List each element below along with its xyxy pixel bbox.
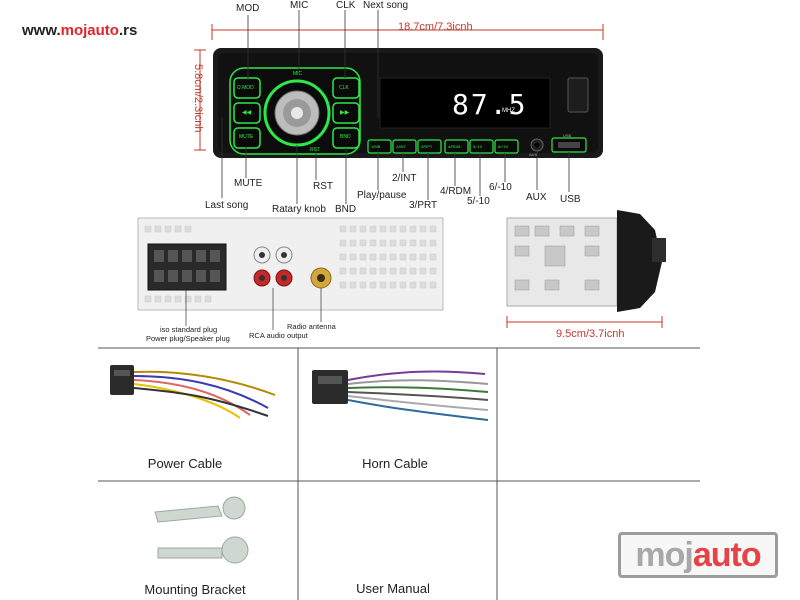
callout-aux: AUX <box>526 192 547 203</box>
side-view-faceplate <box>617 210 662 312</box>
caption-iso-plug: iso standard plug <box>160 325 218 334</box>
rst-panel-label: RST <box>310 147 320 153</box>
callout-lines <box>221 10 570 204</box>
mute-button-label[interactable]: MUTE <box>239 134 254 140</box>
callout-rst: RST <box>313 181 333 192</box>
callout-last-song: Last song <box>205 200 249 211</box>
preset-6[interactable]: 6/+10 <box>498 144 509 149</box>
mute-button <box>233 127 261 149</box>
callout-minus10: 5/-10 <box>467 196 490 207</box>
callout-mod: MOD <box>236 3 260 14</box>
accessory-mounting-bracket-label: Mounting Bracket <box>144 582 246 597</box>
callout-plus10: 6/-10 <box>489 182 512 193</box>
frequency-display: 87.5 <box>452 88 528 121</box>
caption-power-plug: Power plug/Speaker plug <box>146 334 230 343</box>
preset-buttons <box>367 139 519 154</box>
accessory-power-cable-label: Power Cable <box>147 456 223 471</box>
depth-dimension: 9.5cm/3.7icnh <box>556 328 625 340</box>
radio-front-diagram <box>137 10 666 330</box>
aux-panel-label: AUX <box>529 152 538 157</box>
preset-1[interactable]: 1/MB <box>371 144 381 149</box>
prev-button <box>233 102 261 124</box>
site-url[interactable]: www.mojauto.rs <box>22 22 138 39</box>
callout-mute: MUTE <box>234 178 263 189</box>
usb-panel-label: USB <box>563 133 572 138</box>
accessory-horn-cable-label: Horn Cable <box>362 456 428 471</box>
mod-button <box>233 77 261 99</box>
preset-2[interactable]: 2/INT <box>396 144 406 149</box>
next-button <box>332 102 360 124</box>
preset-5[interactable]: 5/-10 <box>473 144 483 149</box>
caption-antenna: Radio antenna <box>287 322 336 331</box>
next-button-label[interactable]: ▶▶ <box>340 110 350 116</box>
callout-prt: 3/PRT <box>409 200 438 211</box>
callout-mic: MIC <box>290 0 309 11</box>
clk-button-label[interactable]: CLK <box>339 85 349 91</box>
clk-button <box>332 77 360 99</box>
caption-rca: RCA audio output <box>249 331 308 340</box>
preset-4[interactable]: 4/RDM <box>448 144 461 149</box>
callout-usb: USB <box>560 194 581 205</box>
mic-panel-label: MIC <box>293 71 303 77</box>
callout-clk: CLK <box>336 0 356 11</box>
mod-button-label[interactable]: Ω MOD <box>237 85 254 91</box>
horn-cable-icon <box>312 370 489 421</box>
prev-button-label[interactable]: ◀◀ <box>242 110 252 116</box>
callout-next-song: Next song <box>363 0 409 11</box>
mounting-bracket-icon <box>154 496 249 564</box>
frequency-unit: MHZ <box>502 108 515 114</box>
callout-bnd: BND <box>335 204 357 215</box>
accessories-grid <box>98 347 700 600</box>
power-cable-icon <box>110 365 276 419</box>
bnd-button-label[interactable]: BND <box>340 134 351 140</box>
callout-int: 2/INT <box>392 173 417 184</box>
lcd-display <box>379 77 551 129</box>
width-dimension: 18.7cm/7.3icnh <box>398 21 473 33</box>
accessory-user-manual-label: User Manual <box>356 581 430 596</box>
callout-rdm: 4/RDM <box>440 186 472 197</box>
callout-rotary-knob: Ratary knob <box>272 204 326 215</box>
height-dimension: 5.8cm/2.3icnh <box>192 64 204 133</box>
preset-3[interactable]: 3/RPT <box>421 144 433 149</box>
callout-play-pause: Play/pause <box>357 190 407 201</box>
